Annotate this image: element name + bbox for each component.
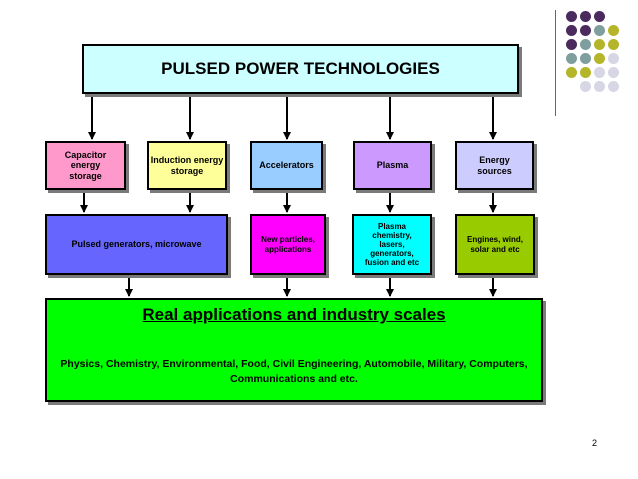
decor-dot [566,67,577,78]
decor-dot [594,11,605,22]
applications-body: Physics, Chemistry, Environmental, Food,… [60,357,528,386]
decor-dot [580,11,591,22]
decor-dot [566,39,577,50]
decor-dot [608,39,619,50]
decor-dot [594,53,605,64]
plasma-label: Plasma [376,160,409,171]
decor-dot [608,67,619,78]
induction-storage-label: Induction energy storage [150,155,224,176]
decor-dot [580,53,591,64]
induction-storage-box: Induction energy storage [147,141,227,190]
applications-box: Real applications and industry scales Ph… [45,298,543,402]
new-particles-box: New particles, applications [250,214,326,275]
decor-dot [566,11,577,22]
decor-dot [594,39,605,50]
page-number: 2 [592,438,598,448]
decor-dot [594,81,605,92]
decorative-vertical-line [555,10,556,116]
decor-dot [580,39,591,50]
applications-title: Real applications and industry scales [142,305,446,324]
decor-dot [580,25,591,36]
pulsed-generators-label: Pulsed generators, microwave [71,239,202,250]
decor-dot [608,25,619,36]
plasma-chemistry-box: Plasma chemistry, lasers, generators, fu… [352,214,432,275]
plasma-chemistry-label: Plasma chemistry, lasers, generators, fu… [364,221,420,268]
energy-sources-box: Energy sources [455,141,534,190]
accelerators-label: Accelerators [259,160,314,171]
plasma-box: Plasma [353,141,432,190]
capacitor-storage-box: Capacitor energy storage [45,141,126,190]
accelerators-box: Accelerators [250,141,323,190]
decor-dot [608,81,619,92]
decor-dot [594,67,605,78]
decor-dot [566,53,577,64]
decor-dot [580,81,591,92]
decor-dot [580,67,591,78]
new-particles-label: New particles, applications [261,235,315,254]
engines-label: Engines, wind, solar and etc [466,235,523,254]
engines-box: Engines, wind, solar and etc [455,214,535,275]
decor-dot [566,25,577,36]
decor-dot [594,25,605,36]
title-text: PULSED POWER TECHNOLOGIES [161,59,440,79]
decor-dot [608,53,619,64]
energy-sources-label: Energy sources [477,155,512,176]
title-box: PULSED POWER TECHNOLOGIES [82,44,519,94]
capacitor-storage-label: Capacitor energy storage [64,149,107,181]
pulsed-generators-box: Pulsed generators, microwave [45,214,228,275]
